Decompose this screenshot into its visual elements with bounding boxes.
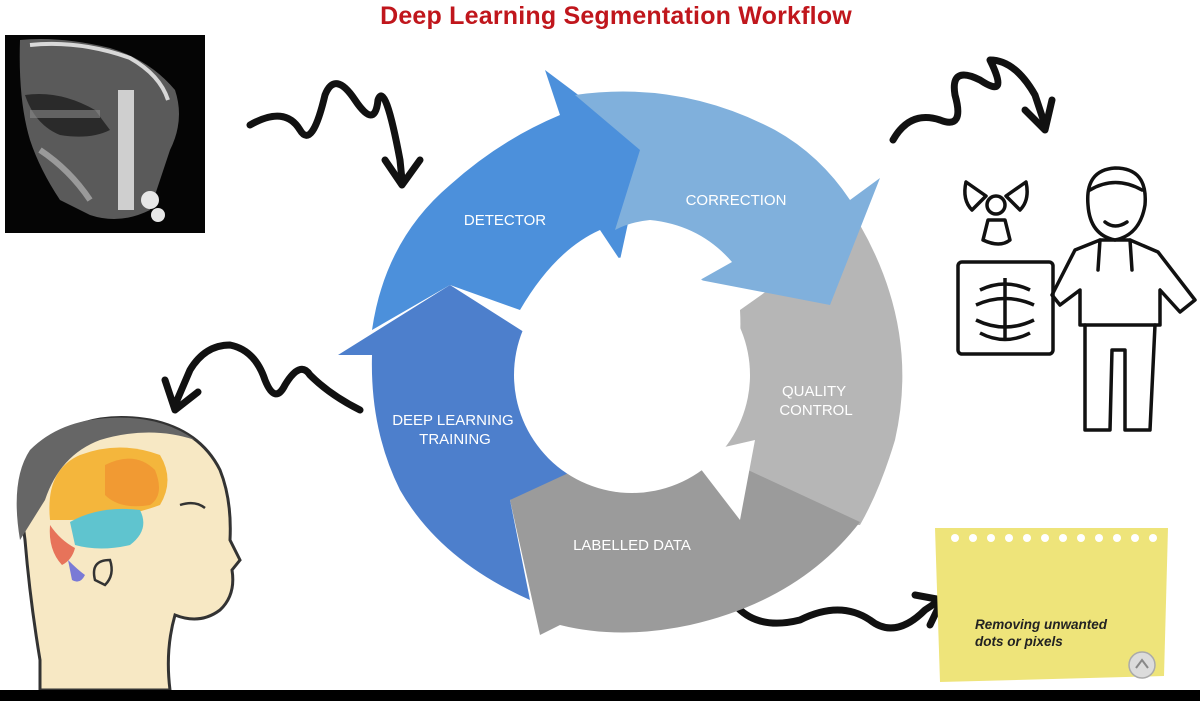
workflow-cycle: DETECTOR CORRECTION QUALITY CONTROL LABE… [338, 70, 903, 635]
xray-icon [956, 260, 1055, 356]
label-detector: DETECTOR [464, 212, 546, 229]
curly-arrow-icon [889, 56, 1056, 144]
brain-head-icon [16, 416, 242, 692]
label-correction: CORRECTION [686, 192, 787, 209]
sticky-note-icon: Removing unwanted dots or pixels [935, 528, 1168, 682]
bottom-bar [0, 690, 1200, 701]
curly-arrow-icon [246, 80, 424, 189]
label-quality-control: QUALITY CONTROL [779, 383, 852, 419]
page-title: Deep Learning Segmentation Workflow [380, 2, 852, 30]
curly-arrow-icon [161, 341, 364, 414]
cycle-segment-correction [575, 91, 880, 306]
curly-arrow-icon [734, 591, 946, 632]
note-text: Removing unwanted dots or pixels [975, 617, 1111, 649]
label-labelled-data: LABELLED DATA [573, 537, 691, 554]
ct-scan-image [5, 35, 205, 233]
label-deep-learning-training: DEEP LEARNING TRAINING [392, 412, 518, 448]
cycle-segment-detector [372, 70, 645, 330]
cycle-segment-labelled-data [510, 445, 860, 635]
radiation-icon [963, 180, 1029, 246]
doctor-icon [1050, 166, 1197, 432]
